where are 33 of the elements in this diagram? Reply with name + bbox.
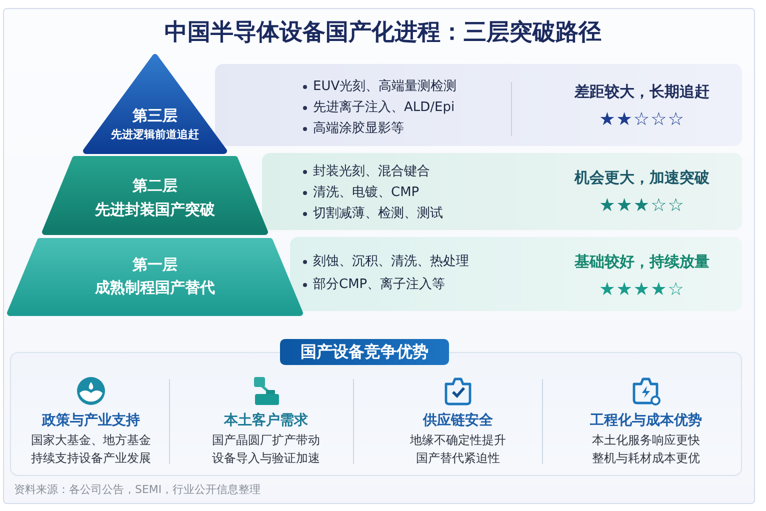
tier-subtitle: 成熟制程国产替代 <box>95 278 215 298</box>
star-rating: ★★★★☆ <box>599 278 685 302</box>
bullet-item: 刻蚀、沉积、清洗、热处理 <box>313 254 469 270</box>
rating-label: 基础较好，持续放量 <box>574 252 710 272</box>
column-text: 本土化服务响应更快整机与耗材成本更优 <box>591 432 701 467</box>
bullet-item: 部分CMP、离子注入等 <box>313 276 446 294</box>
bullet-item: 清洗、电镀、CMP <box>313 184 420 202</box>
column-heading: 供应链安全 <box>423 412 493 430</box>
rating-label: 差距较大，长期追赶 <box>574 82 710 102</box>
tier-title: 第三层 <box>132 106 178 126</box>
tier-title: 第一层 <box>132 256 178 274</box>
section-badge: 国产设备竞争优势 <box>280 339 449 365</box>
bullet-item: EUV光刻、高端量测检测 <box>313 78 457 96</box>
tier-title: 第二层 <box>132 176 178 196</box>
column-heading: 政策与产业支持 <box>42 412 140 430</box>
column-text: 国产晶圆厂扩产带动设备导入与验证加速 <box>211 432 321 467</box>
star-rating: ★★☆☆☆ <box>599 108 685 132</box>
rating-label: 机会更大，加速突破 <box>574 168 710 188</box>
source-note: 资料来源：各公司公告，SEMI，行业公开信息整理 <box>14 483 261 497</box>
tier-subtitle: 先进封装国产突破 <box>95 200 215 220</box>
title: 中国半导体设备国产化进程：三层突破路径 <box>164 18 602 48</box>
bullet-item: 封装光刻、混合键合 <box>313 164 430 180</box>
star-rating: ★★★☆☆ <box>599 194 685 218</box>
tier-subtitle: 先进逻辑前道追赶 <box>111 128 199 142</box>
pyramid-tier <box>7 238 303 316</box>
column-text: 国家大基金、地方基金持续支持设备产业发展 <box>30 432 152 467</box>
bullet-item: 先进离子注入、ALD/Epi <box>313 100 455 116</box>
tier-panel <box>290 237 742 311</box>
bullet-item: 高端涂胶显影等 <box>313 120 404 138</box>
column-text: 地缘不确定性提升国产替代紧迫性 <box>409 432 507 467</box>
bullet-item: 切割减薄、检测、测试 <box>313 206 443 222</box>
column-heading: 工程化与成本优势 <box>590 412 702 430</box>
column-heading: 本土客户需求 <box>224 412 308 430</box>
